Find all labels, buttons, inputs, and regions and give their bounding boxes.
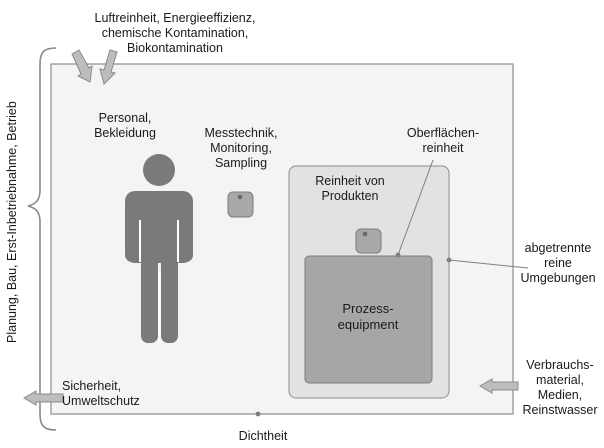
sensor-point: [237, 194, 243, 200]
label-personnel: Personal, Bekleidung: [94, 111, 156, 140]
label-tightness: Dichtheit: [238, 429, 288, 443]
surface-point: [395, 252, 401, 258]
air-inlet-arrow-right: [99, 49, 118, 85]
label-process-equipment: Prozess- equipment: [337, 301, 399, 332]
safety-outlet-arrow: [23, 390, 64, 406]
label-air-quality: Luftreinheit, Energieeffizienz, chemisch…: [94, 11, 256, 55]
label-separated-environments: abgetrennte reine Umgebungen: [520, 241, 596, 285]
label-safety: Sicherheit, Umweltschutz: [62, 379, 140, 408]
label-consumables: Verbrauchs- material, Medien, Reinstwass…: [522, 358, 598, 417]
label-product-cleanliness: Reinheit von Produkten: [315, 174, 385, 203]
product-sample: [355, 228, 382, 254]
tightness-point: [255, 411, 261, 417]
separated-point: [446, 257, 452, 263]
leader-separated: [448, 259, 529, 269]
label-lifecycle: Planung, Bau, Erst-Inbetriebnahme, Betri…: [5, 101, 19, 343]
process-equipment-box: [304, 255, 433, 384]
air-inlet-arrow-left: [71, 49, 93, 83]
person-icon: [125, 154, 193, 343]
leader-surface: [397, 159, 434, 256]
lifecycle-brace: [27, 47, 57, 431]
measurement-sensor: [227, 191, 254, 218]
product-point: [362, 231, 368, 237]
consumables-inlet-arrow: [479, 378, 519, 394]
label-surface-cleanliness: Oberflächen- reinheit: [406, 126, 480, 155]
label-measurement: Messtechnik, Monitoring, Sampling: [204, 126, 278, 170]
